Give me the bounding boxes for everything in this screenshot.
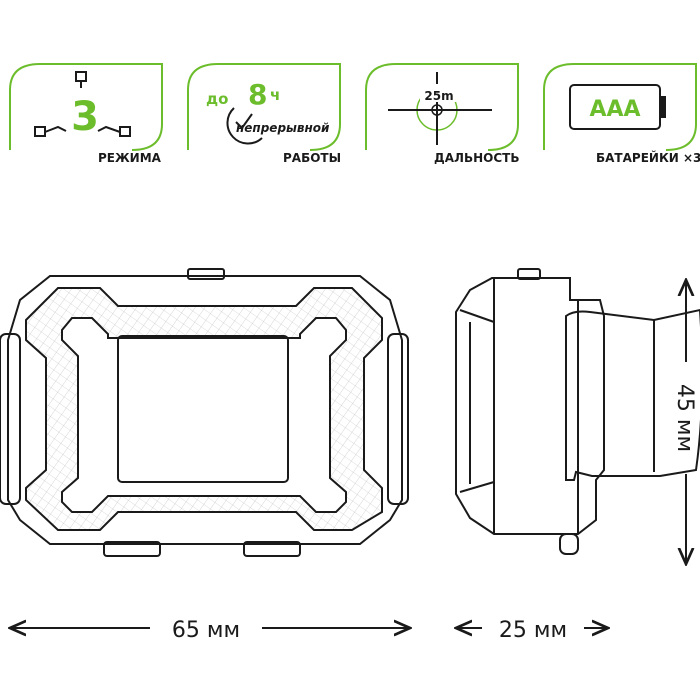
runtime-unit: ч xyxy=(270,86,280,104)
feature-batteries: AAA БАТАРЕЙКИ ×3 xyxy=(543,63,700,165)
side-view xyxy=(455,268,700,555)
modes-label: РЕЖИМА xyxy=(98,151,162,165)
dimension-height: 45 мм xyxy=(672,280,697,564)
depth-label: 25 мм xyxy=(499,618,567,643)
modes-count: 3 xyxy=(71,94,99,140)
range-value: 25m xyxy=(424,89,453,103)
battery-icon xyxy=(569,84,666,130)
strap xyxy=(565,308,700,481)
batteries-label: БАТАРЕЙКИ ×3 xyxy=(596,150,700,165)
feature-range: 25m ДАЛЬНОСТЬ xyxy=(365,63,519,165)
runtime-prefix: до xyxy=(206,90,228,108)
battery-type: AAA xyxy=(589,97,640,122)
badge-frame xyxy=(365,63,519,151)
dimension-depth: 25 мм xyxy=(456,618,608,643)
runtime-label: РАБОТЫ xyxy=(283,151,341,165)
center-lens xyxy=(117,335,289,483)
feature-runtime: до 8 ч непрерывной РАБОТЫ xyxy=(187,63,341,165)
dimension-width: 65 мм xyxy=(10,618,410,643)
runtime-hours: 8 xyxy=(248,78,267,111)
range-label: ДАЛЬНОСТЬ xyxy=(434,151,519,165)
lens-frame xyxy=(25,287,383,531)
badge-frame xyxy=(9,63,163,151)
feature-modes: 3 РЕЖИМА xyxy=(9,63,163,165)
front-view xyxy=(0,268,409,557)
badge-frame xyxy=(543,63,697,151)
crosshair-icon xyxy=(388,72,492,145)
modes-icon xyxy=(34,71,131,137)
clock-icon xyxy=(226,107,263,145)
runtime-sub: непрерывной xyxy=(236,121,330,135)
height-label: 45 мм xyxy=(672,384,697,452)
badge-frame xyxy=(187,63,341,151)
width-label: 65 мм xyxy=(172,618,240,643)
